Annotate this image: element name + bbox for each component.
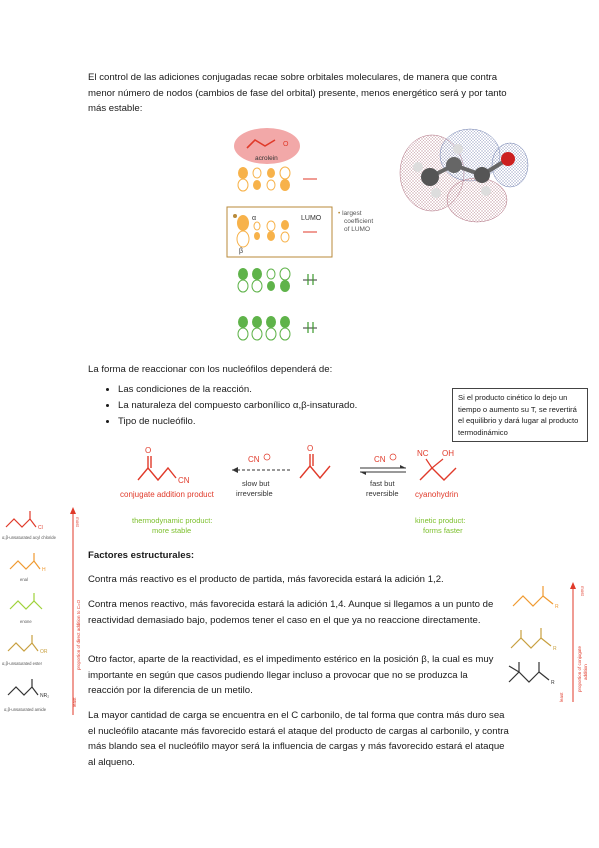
conjugate-axis-label-1: proportion of conjugate [577,645,582,692]
mo-orbital-diagram: O acrolein α β LUMO [226,128,333,341]
conditions-list: Las condiciones de la reacción. La natur… [100,382,440,430]
svg-text:more stable: more stable [152,526,191,535]
nucleophile-intro: La forma de reaccionar con los nucleófil… [88,364,333,375]
acrolein-o-label: O [283,141,289,148]
acrolein-highlight [234,128,300,164]
paragraph-1: Contra más reactivo es el producto de pa… [88,574,444,585]
structural-factors-title: Factores estructurales: [88,550,195,561]
lumo-3d-model-image [399,128,529,223]
svg-text:R: R [553,646,557,652]
svg-text:CN: CN [374,455,386,464]
svg-text:OR: OR [40,649,48,655]
svg-text:NR₂: NR₂ [40,693,49,699]
orbital-level-3 [237,267,317,293]
acrolein-label: acrolein [255,155,278,162]
conjugate-axis-label-2: addition [583,664,588,680]
svg-text:NC: NC [417,449,429,458]
svg-text:O: O [145,446,151,455]
svg-text:fast but: fast but [370,479,396,488]
svg-text:R: R [551,680,555,686]
svg-text:CN: CN [248,455,260,464]
direct-addition-reactivity-figure: most proportion of direct addition to C=… [2,507,81,715]
svg-text:Cl: Cl [38,525,43,531]
svg-text:OH: OH [442,449,454,458]
lumo-box [226,206,333,258]
list-item: Las condiciones de la reacción. [118,382,440,398]
svg-text:enal: enal [20,577,28,582]
lumo-coefficient-note: • largest coefficient of LUMO [338,210,374,233]
svg-text:least: least [72,697,77,707]
intro-paragraph: El control de las adiciones conjugadas r… [88,72,507,114]
svg-text:α,β-unsaturated amide: α,β-unsaturated amide [4,707,47,712]
svg-text:O: O [307,444,313,453]
svg-text:least: least [559,692,564,702]
svg-text:reversible: reversible [366,489,399,498]
orbital-level-4 [237,316,317,341]
svg-text:β: β [239,248,243,255]
conjugate-addition-reactivity-figure: R R R least proportion of conjugate addi… [508,582,588,702]
svg-text:most: most [580,586,585,597]
svg-text:CN: CN [178,476,190,485]
svg-text:α,β-unsaturated acyl chloride: α,β-unsaturated acyl chloride [2,535,57,540]
list-item: La naturaleza del compuesto carbonílico … [118,398,440,414]
svg-text:slow but: slow but [242,479,270,488]
orbital-level-lumo: α β LUMO [233,214,322,255]
orbital-level-1 [237,166,317,192]
list-item: Tipo de nucleófilo. [118,414,440,430]
svg-text:α,β-unsaturated ester: α,β-unsaturated ester [2,661,43,666]
paragraph-3: Otro factor, aparte de la reactividad, e… [88,654,494,696]
kinetic-note-box: Si el producto cinético lo dejo un tiemp… [452,388,588,442]
direct-addition-axis-label: proportion of direct addition to C=O [76,599,81,670]
svg-text:most: most [75,517,80,528]
svg-text:enone: enone [20,619,32,624]
paragraph-4: La mayor cantidad de carga se encuentra … [88,710,509,768]
paragraph-2: Contra menos reactivo, más favorecida es… [88,599,494,626]
lumo-label: LUMO [301,215,322,222]
svg-text:kinetic product:: kinetic product: [415,516,465,525]
svg-text:H: H [42,567,46,573]
svg-text:irreversible: irreversible [236,489,273,498]
reaction-scheme: O CN conjugate addition product CN slow … [120,444,465,535]
conjugate-addition-label: conjugate addition product [120,490,215,499]
svg-text:thermodynamic product:: thermodynamic product: [132,516,212,525]
svg-text:forms faster: forms faster [423,526,463,535]
svg-text:α: α [252,215,256,222]
svg-text:R: R [555,604,559,610]
cyanohydrin-label: cyanohydrin [415,490,458,499]
